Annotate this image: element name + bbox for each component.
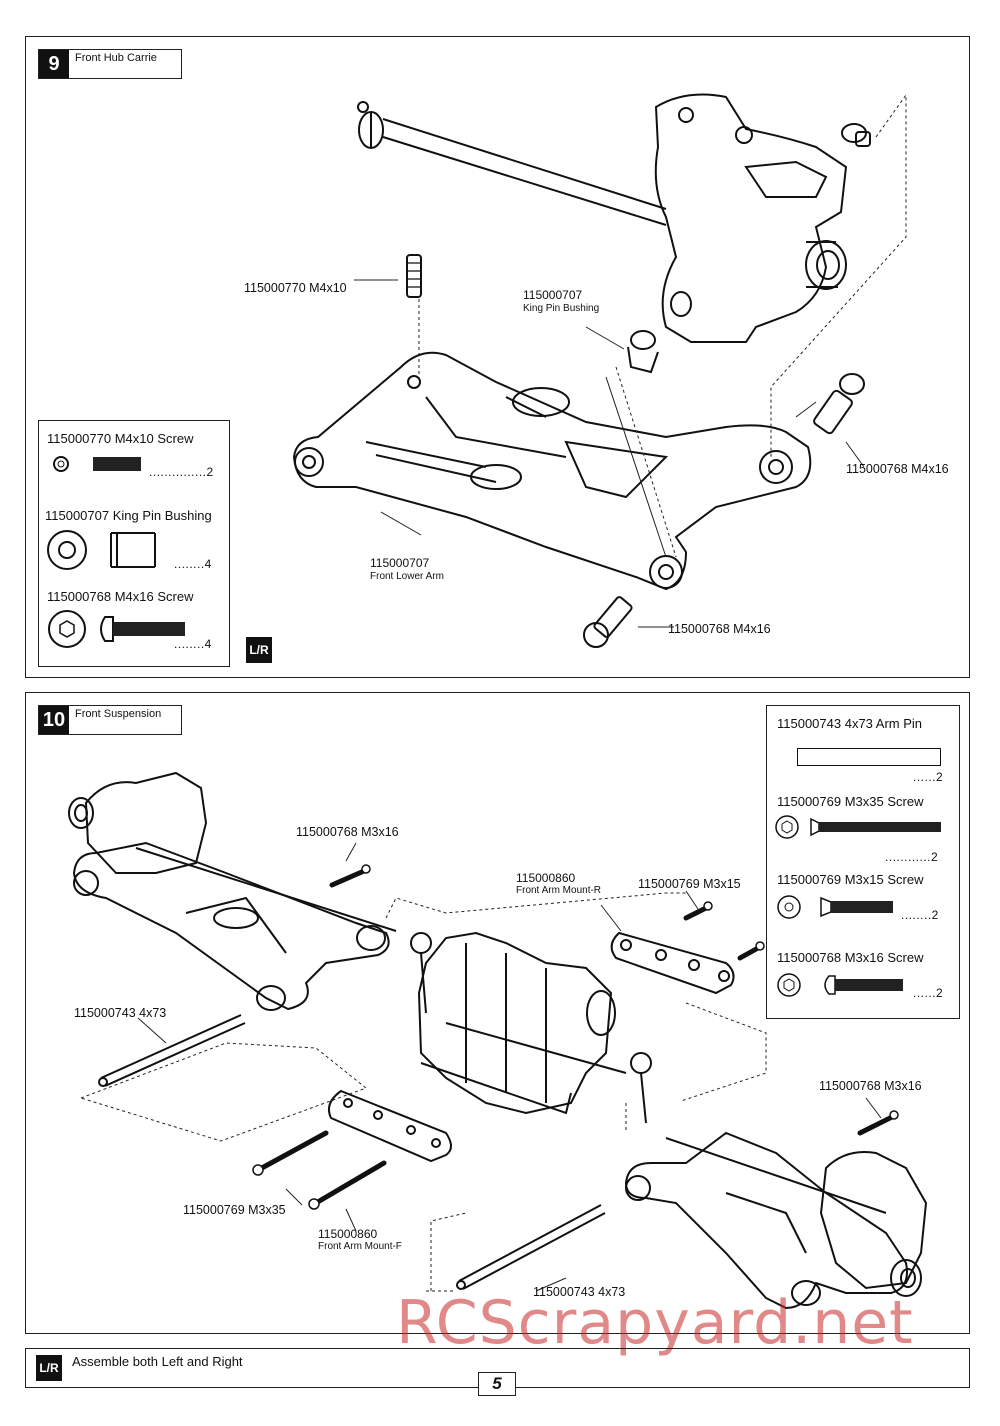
callout-m3x16-right: 115000768 M3x16 [819,1079,922,1093]
m3x16-screw-icon [777,973,903,997]
left-right-badge: L/R [36,1355,62,1381]
step-10-illustration [68,771,928,1310]
legend-qty: ........2 [901,908,939,922]
callout-pin-bottom: 115000743 4x73 [533,1285,626,1299]
footer-note: Assemble both Left and Right [72,1354,243,1369]
step-9-parts-legend: 115000770 M4x10 Screw ...............2 1… [38,420,230,667]
left-right-badge: L/R [246,637,272,663]
legend-qty: ......2 [913,986,944,1000]
callout-mount-f-name: Front Arm Mount-F [318,1241,402,1252]
legend-qty: ............2 [885,850,939,864]
callout-arm-code: 115000707 [370,556,430,570]
callout-arm-name: Front Lower Arm [370,571,444,582]
legend-qty: ........4 [174,637,212,651]
step-9-illustration [292,93,907,648]
king-pin-bushing-icon [47,530,156,570]
callout-m4x16-right: 115000768 M4x16 [846,462,949,476]
callout-m3x15: 115000769 M3x15 [638,877,741,891]
watermark: RCScrapyard.net [396,1288,914,1358]
callout-m3x35: 115000769 M3x35 [183,1203,286,1217]
step-9-header: 9 Front Hub Carrie [38,49,182,79]
legend-label: 115000743 4x73 Arm Pin [777,716,923,731]
callout-pin-left: 115000743 4x73 [74,1006,167,1020]
legend-label: 115000769 M3x35 Screw [777,794,924,809]
callout-bushing-name: King Pin Bushing [523,303,600,314]
callout-mount-f-code: 115000860 [318,1227,378,1241]
legend-label: 115000769 M3x15 Screw [777,872,924,887]
legend-qty: ......2 [913,770,944,784]
m4x10-screw-icon [53,456,141,472]
step-9-panel: 9 Front Hub Carrie [25,36,970,678]
step-10-header: 10 Front Suspension [38,705,182,735]
step-title: Front Hub Carrie [75,52,157,64]
callout-m4x16-bottom: 115000768 M4x16 [668,622,771,636]
legend-qty: ...............2 [149,465,214,479]
callout-bushing-code: 115000707 [523,288,583,302]
step-number: 10 [39,706,69,734]
arm-pin-icon [797,748,941,766]
legend-label: 115000768 M3x16 Screw [777,950,924,965]
callout-m3x16-top: 115000768 M3x16 [296,825,399,839]
callout-mount-r-name: Front Arm Mount-R [516,885,602,896]
step-10-parts-legend: 115000743 4x73 Arm Pin ......2 115000769… [766,705,960,1019]
step-title: Front Suspension [75,708,162,720]
legend-label: 115000707 King Pin Bushing [45,508,212,523]
page-number: 5 [478,1372,516,1396]
m3x15-screw-icon [777,895,893,919]
m3x35-screw-icon [775,815,941,839]
callout-mount-r-code: 115000860 [516,871,576,885]
legend-label: 115000770 M4x10 Screw [47,431,194,446]
step-10-panel: 10 Front Suspension [25,692,970,1334]
m4x16-screw-icon [48,610,185,648]
legend-qty: ........4 [174,557,212,571]
legend-label: 115000768 M4x16 Screw [47,589,194,604]
step-number: 9 [39,50,69,78]
callout-m4x10: 115000770 M4x10 [244,281,347,295]
